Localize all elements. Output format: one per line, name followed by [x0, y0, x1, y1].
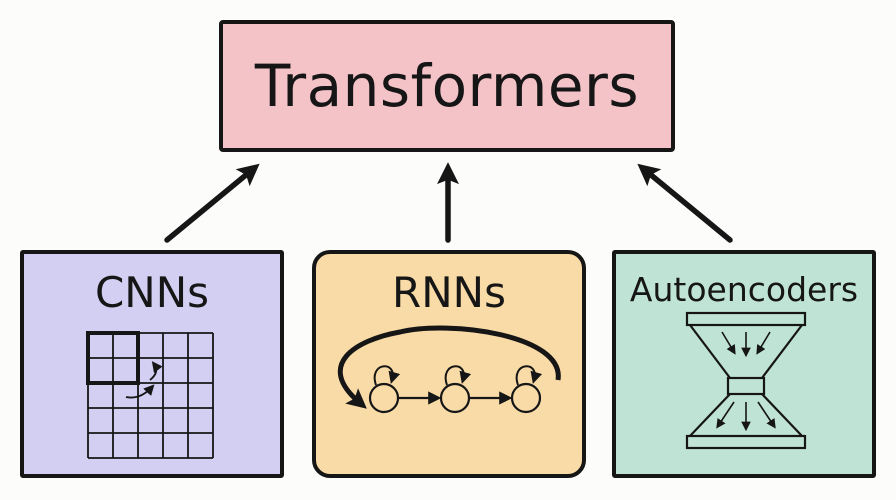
kernel-slide-arrow [125, 384, 155, 399]
rnns-box: RNNs [312, 250, 586, 478]
kernel-slide-arrow-2 [149, 361, 163, 381]
bottleneck [726, 376, 766, 396]
encoder-funnel [689, 324, 803, 379]
grid-convolution-icon [86, 331, 214, 459]
rnn-self-loop-1 [373, 365, 401, 386]
decoder-bottom-bar [685, 434, 807, 450]
rnn-self-loop-2 [444, 365, 472, 386]
autoencoders-label: Autoencoders [629, 270, 859, 309]
hourglass-bottleneck-icon [685, 311, 807, 450]
decoder-flow-arrows [716, 401, 776, 432]
encoder-top-bar [685, 311, 807, 327]
rnn-node-1 [368, 382, 400, 414]
rnn-node-3 [510, 382, 542, 414]
arrows-to-transformers [164, 162, 733, 243]
cnns-label: CNNs [94, 268, 210, 317]
rnn-self-loop-3 [515, 365, 543, 386]
transformers-box: Transformers [219, 20, 675, 152]
encoder-flow-arrows [721, 331, 771, 358]
convolution-kernel [86, 331, 140, 385]
decoder-funnel [689, 393, 803, 437]
rnn-node-2 [439, 382, 471, 414]
rnns-label: RNNs [392, 268, 506, 317]
arrow-autoencoders-to-transformers [637, 163, 733, 243]
transformers-label: Transformers [254, 52, 640, 120]
recurrent-big-loop [337, 325, 561, 409]
arrow-cnns-to-transformers [164, 163, 260, 243]
recurrent-loop-icon [337, 325, 561, 414]
